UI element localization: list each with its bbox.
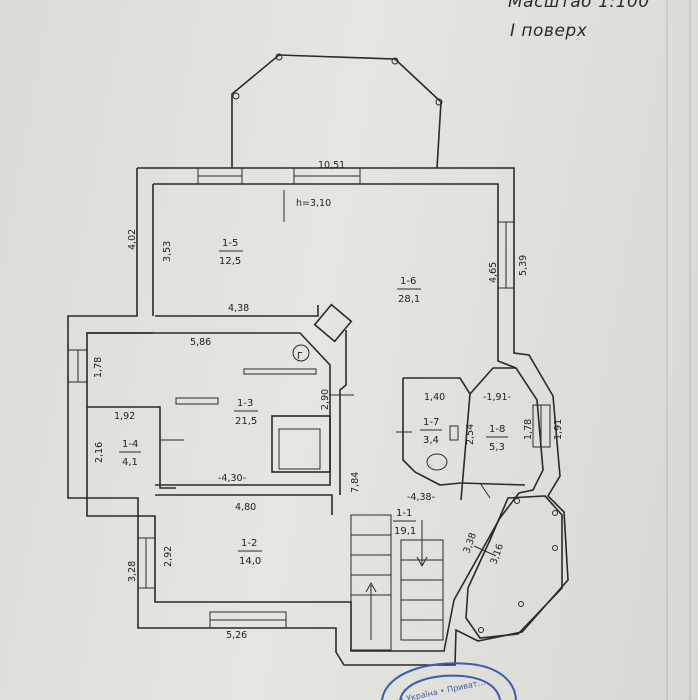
- svg-text:-4,30-: -4,30-: [218, 473, 246, 484]
- svg-text:19,1: 19,1: [394, 526, 416, 537]
- svg-text:• Україна • Приват…: • Україна • Приват…: [398, 678, 486, 700]
- room-1-3-label: 1-3 21,5: [234, 398, 258, 427]
- svg-text:1-7: 1-7: [423, 417, 439, 428]
- svg-text:1,40: 1,40: [424, 392, 445, 403]
- room-1-6-label: 1-6 28,1: [397, 276, 421, 305]
- room-1-1-label: 1-1 19,1: [393, 508, 416, 537]
- svg-text:2,92: 2,92: [163, 546, 174, 567]
- svg-text:3,16: 3,16: [488, 542, 506, 566]
- svg-text:12,5: 12,5: [219, 256, 241, 267]
- room-1-8-label: 1-8 5,3: [486, 424, 508, 453]
- svg-text:1-5: 1-5: [222, 238, 238, 249]
- scale-label: Масштаб 1:100: [508, 0, 650, 12]
- svg-text:Г: Г: [297, 351, 303, 362]
- right-bay-window: [465, 482, 563, 639]
- svg-text:-4,38-: -4,38-: [407, 492, 435, 503]
- svg-text:21,5: 21,5: [235, 416, 257, 427]
- svg-text:3,53: 3,53: [162, 241, 173, 262]
- dimension-labels: 10,51 h=3,10 4,38 5,86 1,92 -4,30- 1,40 …: [93, 160, 564, 641]
- floor-label: I поверх: [510, 21, 588, 41]
- svg-text:4,65: 4,65: [488, 262, 499, 283]
- svg-text:3,28: 3,28: [127, 561, 138, 582]
- svg-text:5,26: 5,26: [226, 630, 247, 641]
- svg-text:10,51: 10,51: [318, 160, 345, 171]
- svg-text:2,90: 2,90: [320, 389, 331, 410]
- svg-text:3,4: 3,4: [423, 435, 439, 446]
- svg-text:2,16: 2,16: [94, 442, 105, 463]
- svg-text:1-6: 1-6: [400, 276, 416, 287]
- svg-text:7,84: 7,84: [350, 472, 361, 493]
- room-1-4-label: 1-4 4,1: [119, 439, 141, 468]
- svg-text:4,02: 4,02: [127, 229, 138, 250]
- svg-text:4,38: 4,38: [228, 303, 249, 314]
- svg-text:1-1: 1-1: [396, 508, 412, 519]
- room-1-5-label: 1-5 12,5: [219, 238, 243, 267]
- svg-text:1,92: 1,92: [114, 411, 135, 422]
- room-1-7-label: 1-7 3,4: [420, 417, 442, 446]
- staircase: [350, 514, 444, 651]
- windows: [67, 167, 551, 629]
- svg-text:1-3: 1-3: [237, 398, 253, 409]
- svg-text:5,86: 5,86: [190, 337, 211, 348]
- svg-text:-1,91-: -1,91-: [483, 392, 511, 403]
- official-stamp: • Україна • Приват…: [381, 662, 517, 700]
- room-1-2-label: 1-2 14,0: [238, 538, 262, 567]
- top-bay-window: [231, 53, 443, 169]
- svg-text:4,1: 4,1: [122, 457, 138, 468]
- svg-text:5,3: 5,3: [489, 442, 505, 453]
- outer-walls: [67, 167, 569, 666]
- svg-text:h=3,10: h=3,10: [296, 198, 331, 209]
- svg-text:1-8: 1-8: [489, 424, 505, 435]
- internal-walls: [87, 303, 526, 515]
- svg-text:14,0: 14,0: [239, 556, 261, 567]
- svg-text:1,91: 1,91: [553, 419, 564, 440]
- svg-text:1,78: 1,78: [93, 357, 104, 378]
- svg-text:1,78: 1,78: [523, 419, 534, 440]
- svg-text:1-2: 1-2: [241, 538, 257, 549]
- svg-text:4,80: 4,80: [235, 502, 256, 513]
- svg-text:1-4: 1-4: [122, 439, 138, 450]
- svg-text:3,38: 3,38: [461, 531, 479, 555]
- svg-text:2,54: 2,54: [465, 424, 476, 445]
- svg-text:28,1: 28,1: [398, 294, 420, 305]
- svg-text:5,39: 5,39: [518, 255, 529, 276]
